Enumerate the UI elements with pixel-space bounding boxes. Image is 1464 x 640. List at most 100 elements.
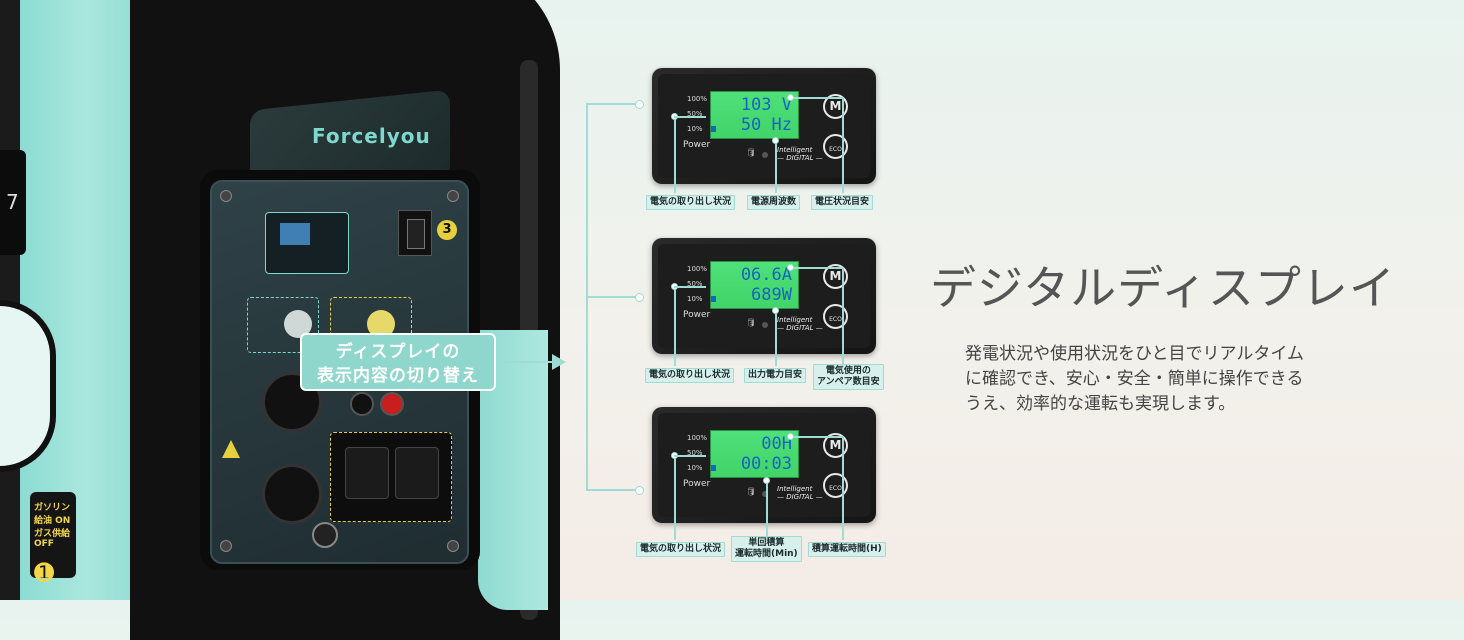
dc-protector-box xyxy=(247,297,319,353)
intelligent-digital-badge: Intelligent — DIGITAL — xyxy=(777,316,823,332)
mode-button-icon: M xyxy=(823,433,848,458)
screw-icon xyxy=(447,190,459,202)
dc-terminal-black xyxy=(350,392,374,416)
mode-button-icon: M xyxy=(823,264,848,289)
panel3-label-output-status: 電気の取り出し状況 xyxy=(636,542,726,557)
leader-line xyxy=(790,436,842,438)
mode-button-icon: M xyxy=(823,94,848,119)
screw-icon xyxy=(447,540,459,552)
lcd-screen: 06.6A 689W xyxy=(710,261,799,309)
display-panel-runtime: 100% 50% 10% Power 00H 00:03 M ECO 🛢 Int… xyxy=(652,407,876,523)
mini-display xyxy=(265,212,349,274)
fuel-sticker-line2: ガス供給 OFF xyxy=(34,529,71,549)
leader-line xyxy=(674,455,706,457)
panel3-label-total-runtime: 積算運転時間(H) xyxy=(808,542,886,557)
lcd-line-2: 00:03 xyxy=(740,454,792,474)
page-title: デジタルディスプレイ xyxy=(930,261,1396,315)
leader-dot xyxy=(772,307,779,314)
leader-dot xyxy=(763,477,770,484)
panel2-label-output-power: 出力電力目安 xyxy=(744,368,807,383)
intelligent-label: Intelligent xyxy=(777,146,813,154)
digital-label: — DIGITAL — xyxy=(777,493,823,501)
display-panel-face: 100% 50% 10% Power 06.6A 689W M ECO 🛢 In… xyxy=(658,244,870,348)
bracket-branch xyxy=(586,489,640,491)
intelligent-label: Intelligent xyxy=(777,316,813,324)
screw-icon xyxy=(220,540,232,552)
indicator-light xyxy=(762,322,768,328)
callout-line2: 表示内容の切り替え xyxy=(317,366,479,386)
leader-line xyxy=(842,267,844,366)
generator-left-screen: 7 xyxy=(0,150,26,255)
display-panel-face: 100% 50% 10% Power 00H 00:03 M ECO 🛢 Int… xyxy=(658,413,870,517)
run-switch xyxy=(398,210,432,256)
mini-display-lcd xyxy=(280,223,310,245)
callout-arrow-head-icon xyxy=(552,354,566,370)
eco-button-icon: ECO xyxy=(823,473,848,498)
description-line-3: うえ、効率的な運転も実現します。 xyxy=(965,394,1236,414)
display-switch-callout: ディスプレイの 表示内容の切り替え xyxy=(300,333,496,391)
screw-icon xyxy=(220,190,232,202)
usb-outlet xyxy=(262,464,322,524)
lcd-level-bar xyxy=(711,296,716,302)
digital-label: — DIGITAL — xyxy=(777,154,823,162)
fuel-sticker: ガソリン給油 ON ガス供給 OFF ➊ xyxy=(30,492,76,587)
ac-socket xyxy=(345,447,389,499)
generator-photo: 7 ガソリン給油 ON ガス供給 OFF ➊ Forcelyou 3 xyxy=(0,0,560,640)
leader-dot xyxy=(787,433,794,440)
bracket-dot xyxy=(635,293,644,302)
scale-10: 10% xyxy=(687,464,703,472)
brand-logo: Forcelyou xyxy=(312,124,431,148)
lcd-line-1: 06.6A xyxy=(740,265,792,285)
ac-outlet-frame xyxy=(330,432,452,522)
panel1-label-output-status: 電気の取り出し状況 xyxy=(646,195,736,210)
scale-10: 10% xyxy=(687,295,703,303)
scale-100: 100% xyxy=(687,434,708,442)
power-label: Power xyxy=(683,479,711,489)
scale-100: 100% xyxy=(687,95,708,103)
scale-50: 50% xyxy=(687,449,703,457)
callout-line1: ディスプレイの xyxy=(335,342,461,362)
leader-line xyxy=(674,286,706,288)
panel2-label-output-status: 電気の取り出し状況 xyxy=(645,368,735,383)
callout-arrow-line xyxy=(498,361,556,363)
display-panel-current: 100% 50% 10% Power 06.6A 689W M ECO 🛢 In… xyxy=(652,238,876,354)
panel3-label-single-runtime: 単回積算 運転時間(Min) xyxy=(731,536,802,562)
lcd-line-1: 00H xyxy=(761,434,792,454)
oil-icon: 🛢 xyxy=(746,318,757,327)
scale-100: 100% xyxy=(687,265,708,273)
leader-line xyxy=(775,310,777,366)
leader-dot xyxy=(787,94,794,101)
intelligent-label: Intelligent xyxy=(777,485,813,493)
lcd-line-2: 689W xyxy=(751,285,792,305)
leader-line xyxy=(674,455,676,540)
scale-10: 10% xyxy=(687,125,703,133)
eco-button-icon: ECO xyxy=(823,134,848,159)
power-label: Power xyxy=(683,140,711,150)
bracket-dot xyxy=(635,100,644,109)
digital-label: — DIGITAL — xyxy=(777,324,823,332)
description-text: 発電状況や使用状況をひと目でリアルタイム に確認でき、安心・安全・簡単に操作でき… xyxy=(965,342,1405,417)
fuel-sticker-line1: ガソリン給油 ON xyxy=(34,503,71,526)
lcd-line-2: 50 Hz xyxy=(740,115,792,135)
bracket-branch xyxy=(586,296,640,298)
warning-icon xyxy=(222,440,240,458)
display-panel-voltage: 100% 50% 10% Power 103 V 50 Hz M ECO 🛢 I… xyxy=(652,68,876,184)
leader-line xyxy=(674,286,676,366)
dc-terminal-red xyxy=(380,392,404,416)
step-3-badge: 3 xyxy=(437,220,457,240)
oil-icon: 🛢 xyxy=(746,148,757,157)
description-line-2: に確認でき、安心・安全・簡単に操作できる xyxy=(965,369,1304,389)
scale-50: 50% xyxy=(687,280,703,288)
intelligent-digital-badge: Intelligent — DIGITAL — xyxy=(777,485,823,501)
leader-dot xyxy=(772,137,779,144)
ground-terminal-icon xyxy=(312,522,338,548)
indicator-light xyxy=(762,152,768,158)
leader-line xyxy=(790,267,842,269)
leader-line xyxy=(766,480,768,536)
leader-line xyxy=(775,140,777,193)
lcd-level-bar xyxy=(711,465,716,471)
lcd-screen: 103 V 50 Hz xyxy=(710,91,799,139)
step-1-icon: ➊ xyxy=(34,559,55,587)
leader-line xyxy=(842,97,844,193)
indicator-light xyxy=(762,491,768,497)
